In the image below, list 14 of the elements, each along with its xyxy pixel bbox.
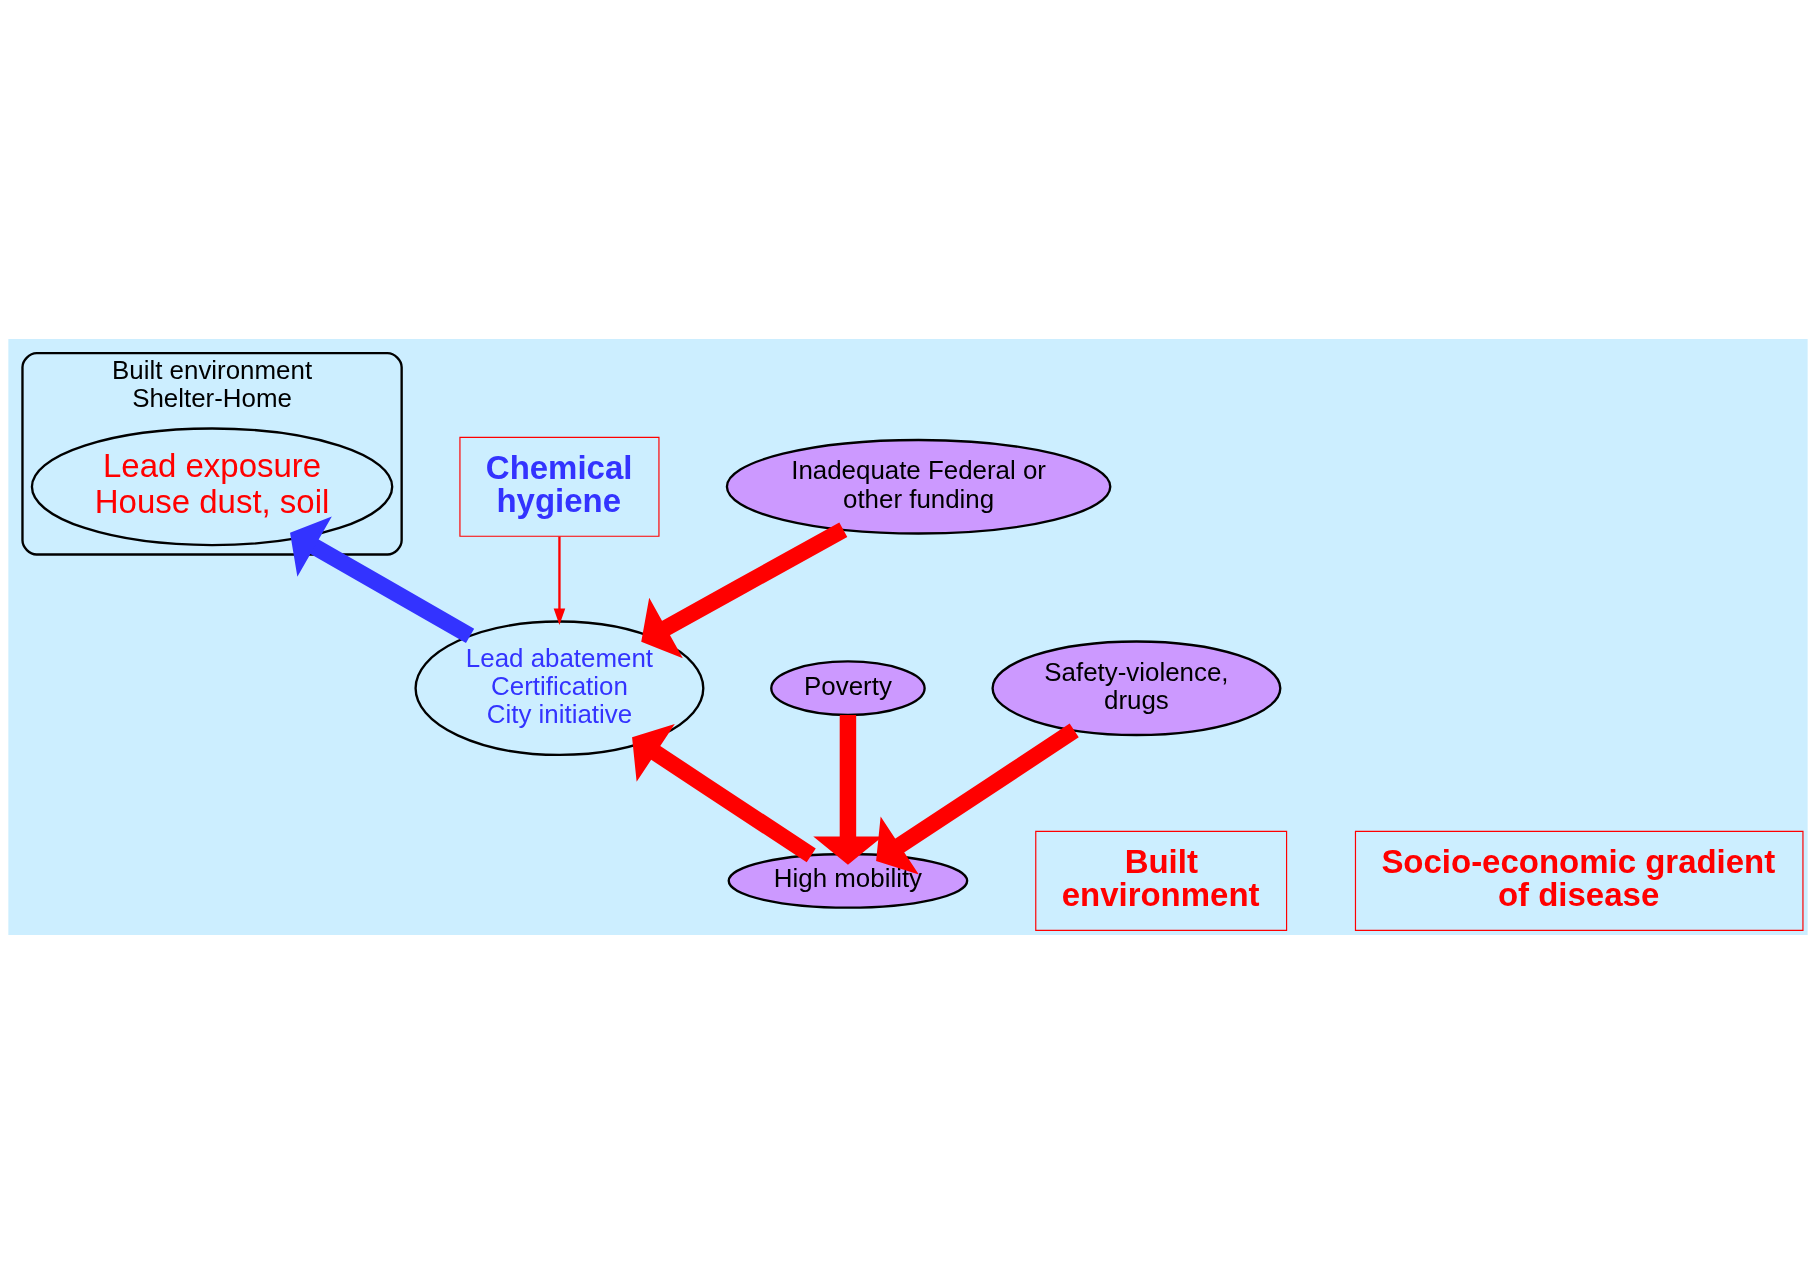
arrow: [876, 723, 1079, 874]
node-ellipse: Lead abatement Certification City initiative: [414, 619, 705, 756]
arrow: [553, 536, 566, 625]
arrow: [632, 723, 816, 862]
node-ellipse: Lead exposure House dust, soil: [30, 426, 394, 546]
node-box: Built environment: [1035, 830, 1288, 931]
arrow: [290, 516, 475, 643]
node-ellipse: Inadequate Federal or other funding: [725, 438, 1112, 535]
arrow: [641, 522, 848, 658]
node-ellipse: Safety-violence, drugs: [991, 639, 1282, 736]
node-ellipse: Poverty: [770, 659, 926, 716]
node-box: Chemical hygiene: [459, 436, 660, 537]
node-ellipse: High mobility: [727, 852, 969, 909]
node-box: Socio-economic gradient of disease: [1354, 830, 1804, 931]
